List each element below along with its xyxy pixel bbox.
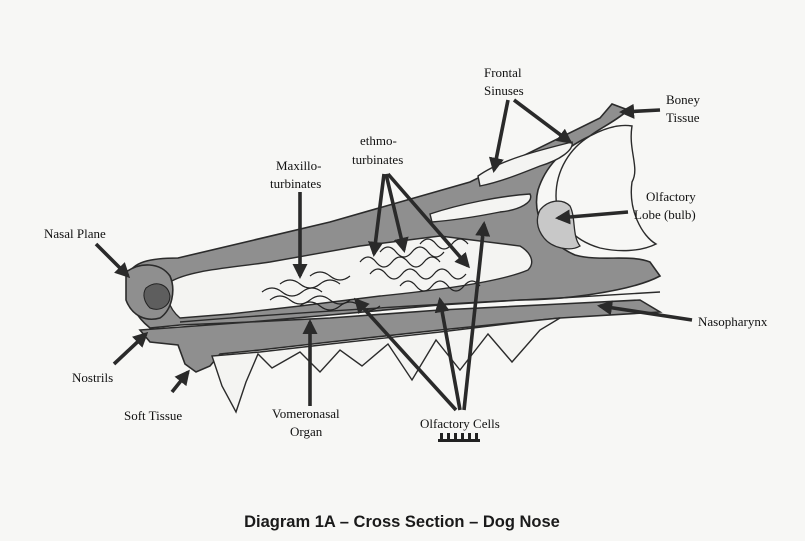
olfactory-cells-icon [438, 433, 480, 442]
label-vomeronasal-2: Organ [290, 424, 323, 439]
label-vomeronasal-1: Vomeronasal [272, 406, 340, 421]
label-nasopharynx: Nasopharynx [698, 314, 768, 329]
diagram-caption: Diagram 1A – Cross Section – Dog Nose [244, 513, 560, 531]
label-olfactory-lobe-2: Lobe (bulb) [634, 207, 696, 222]
label-nostrils: Nostrils [72, 370, 113, 385]
label-olfactory-cells: Olfactory Cells [420, 416, 500, 431]
nostril-pad [144, 284, 170, 309]
label-nasal-plane: Nasal Plane [44, 226, 106, 241]
label-maxillo-1: Maxillo- [276, 158, 322, 173]
label-boney-2: Tissue [666, 110, 700, 125]
label-maxillo-2: turbinates [270, 176, 321, 191]
label-ethmo-2: turbinates [352, 152, 403, 167]
label-olfactory-lobe-1: Olfactory [646, 189, 696, 204]
label-soft-tissue: Soft Tissue [124, 408, 182, 423]
label-frontal-1: Frontal [484, 65, 522, 80]
label-boney-1: Boney [666, 92, 700, 107]
label-ethmo-1: ethmo- [360, 133, 397, 148]
label-frontal-2: Sinuses [484, 83, 524, 98]
